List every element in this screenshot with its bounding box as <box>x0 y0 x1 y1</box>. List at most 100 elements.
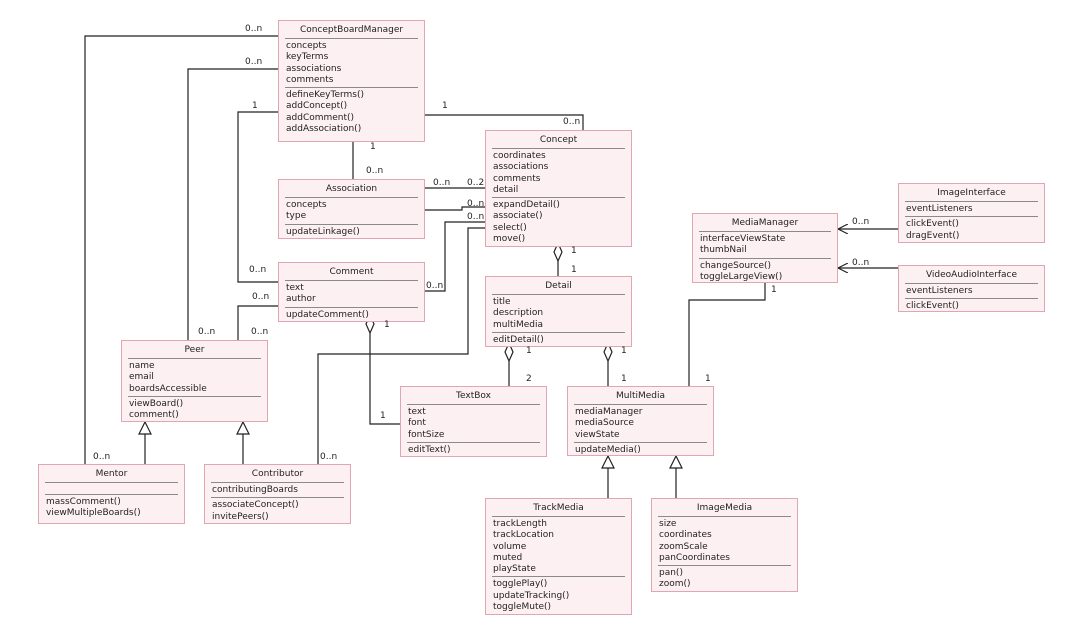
operation: editText() <box>408 444 451 455</box>
multiplicity-label: 0..n <box>251 327 269 337</box>
operation: associate() <box>493 211 543 222</box>
attribute: zoomScale <box>659 541 708 552</box>
class-name: ImageMedia <box>696 503 753 513</box>
attribute: trackLength <box>493 519 547 529</box>
operation-list: viewBoard()comment() <box>122 399 267 422</box>
attribute: associations <box>493 162 549 173</box>
edge-association-concept-lower <box>425 206 485 211</box>
operation-list: changeSource()toggleLargeView() <box>693 261 837 284</box>
class-name: Association <box>325 184 378 194</box>
operation-list: defineKeyTerms()addConcept()addComment()… <box>279 90 424 135</box>
attribute: boardsAccessible <box>129 383 207 394</box>
operation-list: expandDetail()associate()select()move() <box>486 200 631 245</box>
section-divider <box>699 231 831 232</box>
aggregation-diamond-concept <box>553 241 563 263</box>
section-divider <box>905 283 1038 284</box>
class-name: TextBox <box>456 391 491 401</box>
attribute: author <box>286 294 316 305</box>
operation: pan() <box>659 568 683 579</box>
operation-list: editDetail() <box>486 335 631 346</box>
operation: updateComment() <box>286 309 369 320</box>
operation-list: pan()zoom() <box>652 568 797 591</box>
multiplicity-label: 0..n <box>433 178 451 188</box>
attribute: text <box>286 283 304 293</box>
attribute: thumbNail <box>700 245 747 256</box>
multiplicity-label: 1 <box>370 142 376 152</box>
operation: massComment() <box>46 497 121 507</box>
multiplicity-label: 1 <box>621 374 627 384</box>
operation-list: associateConcept()invitePeers() <box>205 500 350 523</box>
multiplicity-label: 0..n <box>320 452 338 462</box>
attribute: size <box>659 519 677 529</box>
operation: updateMedia() <box>575 444 641 455</box>
attribute: name <box>129 361 155 371</box>
operation-list: editText() <box>401 445 546 456</box>
attribute: type <box>286 211 307 222</box>
multiplicity-label: 0..n <box>467 212 485 222</box>
multiplicity-label: 0..n <box>852 258 870 268</box>
edge-contributor-concept <box>317 227 485 464</box>
section-divider <box>574 404 707 405</box>
class-name: Comment <box>329 267 374 277</box>
section-divider <box>285 38 418 39</box>
operation: viewBoard() <box>129 398 184 409</box>
attribute: panCoordinates <box>659 552 730 563</box>
aggregation-diamond-detail-right <box>603 341 613 363</box>
edge-comment-concept <box>425 221 485 292</box>
section-divider <box>905 298 1038 300</box>
attribute: fontSize <box>408 429 445 440</box>
section-divider <box>407 441 540 443</box>
section-divider <box>128 395 261 397</box>
multiplicity-label: 0..n <box>563 117 581 127</box>
class-contributor[interactable]: Contributor contributingBoards associateCo… <box>204 464 351 524</box>
operation: associateConcept() <box>212 500 299 511</box>
class-name: ConceptBoardManager <box>299 25 404 35</box>
class-name: MediaManager <box>731 218 799 228</box>
attribute-list <box>39 485 184 493</box>
operation: dragEvent() <box>906 230 960 241</box>
attribute: comments <box>286 74 334 85</box>
operation: comment() <box>129 410 179 421</box>
class-name: Contributor <box>251 469 304 479</box>
operation: move() <box>493 234 526 245</box>
operation: addComment() <box>286 112 355 123</box>
section-divider <box>492 294 625 295</box>
class-name: Detail <box>545 281 572 291</box>
attribute: mediaSource <box>575 418 634 429</box>
operation-list: massComment()viewMultipleBoards() <box>39 497 184 520</box>
section-divider <box>285 223 418 225</box>
attribute: trackLocation <box>493 530 554 541</box>
section-divider <box>492 516 625 517</box>
section-divider <box>492 197 625 199</box>
operation: togglePlay() <box>493 579 548 590</box>
class-name: VideoAudioInterface <box>925 270 1018 280</box>
section-divider <box>407 404 540 405</box>
multiplicity-label: 0..n <box>245 57 263 67</box>
attribute: contributingBoards <box>212 485 298 495</box>
attribute: playState <box>493 564 536 575</box>
section-divider <box>905 201 1038 202</box>
attribute: concepts <box>286 200 327 210</box>
multiplicity-label: 0..n <box>426 281 444 291</box>
multiplicity-label: 0..n <box>366 166 384 176</box>
attribute: mediaManager <box>575 407 643 417</box>
section-divider <box>45 482 178 483</box>
generalization-triangle-multimedia-right <box>669 454 683 469</box>
multiplicity-label: 1 <box>571 246 577 256</box>
